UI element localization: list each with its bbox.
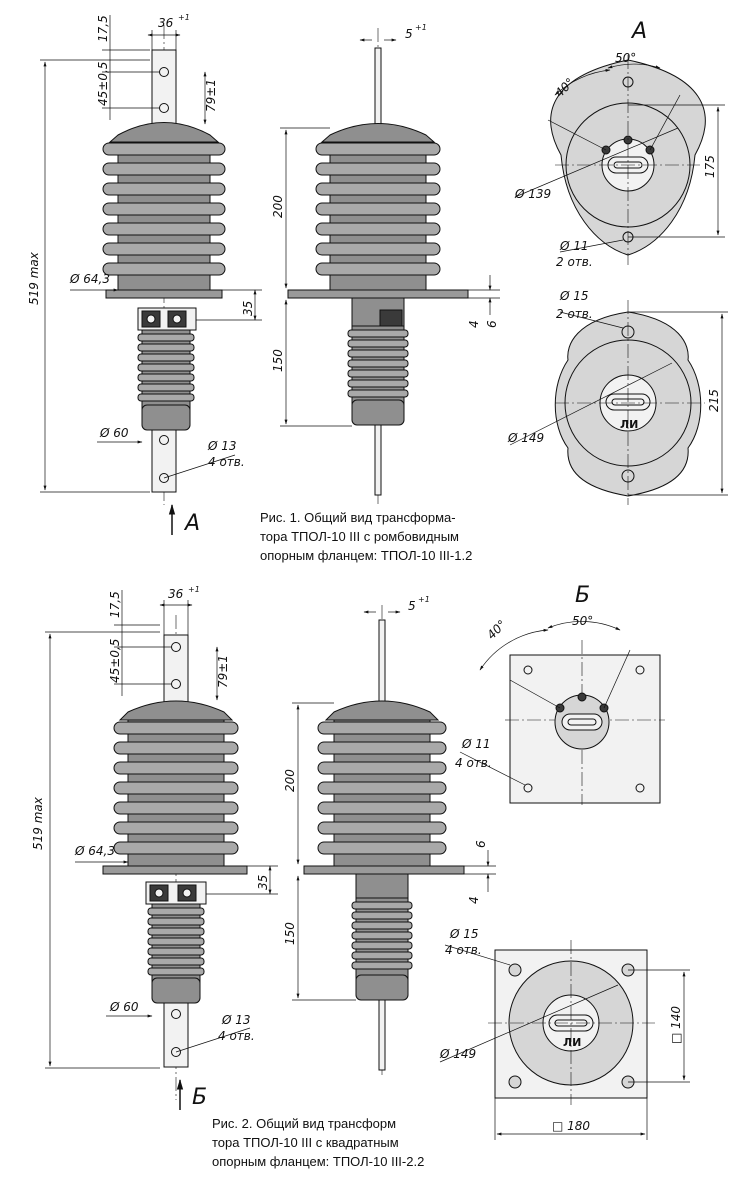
fig2-angle-50: 50°: [572, 614, 593, 628]
fig1-dim-13-note: 4 отв.: [208, 455, 245, 469]
fig1-dim-15: Ø 15: [559, 289, 589, 303]
fig2-dim-140: □ 140: [669, 1006, 683, 1044]
fig2-dim-149: Ø 149: [439, 1047, 476, 1061]
fig1-dim-5: 5: [405, 27, 413, 41]
fig2-caption: Рис. 2. Общий вид трансформ тора ТПОЛ-10…: [212, 1114, 424, 1171]
fig1-view-label: А: [630, 19, 647, 44]
fig2-view-b: Б 40° 50° Ø 11 4 отв.: [455, 583, 665, 805]
fig2-dim-150: 150: [283, 922, 297, 945]
fig2-dim-64: Ø 64,3: [74, 844, 115, 858]
fig1-dim-150: 150: [271, 349, 285, 372]
fig1-dim-175: 175: [703, 155, 717, 178]
fig2-dim-4: 4: [467, 896, 481, 904]
fig2-dim-60: Ø 60: [109, 1000, 139, 1014]
fig1-dim-215: 215: [707, 389, 721, 412]
fig2-angle-40: 40°: [484, 617, 509, 642]
fig2-dim-180: □ 180: [552, 1119, 590, 1133]
fig1-caption-line3: опорным фланцем: ТПОЛ-10 III-1.2: [260, 548, 473, 563]
svg-text:+1: +1: [418, 595, 430, 604]
fig2-side-view: 5 +1 200 150 6 4: [283, 595, 496, 1075]
fig2-dim-519: 519 max: [31, 796, 45, 850]
fig1-caption: Рис. 1. Общий вид трансформа- тора ТПОЛ-…: [260, 508, 472, 565]
fig2-dim-36: 36: [168, 587, 184, 601]
fig1-dim-4: 4: [467, 320, 481, 328]
fig2-dim-5: 5: [408, 599, 416, 613]
fig1-dim-79: 79±1: [204, 79, 218, 112]
fig2-dim-17-5: 17,5: [108, 591, 122, 618]
fig2-front-view: 519 max 36 +1 17,5 45±0,5 79±1 Ø 64,3 35…: [31, 585, 278, 1110]
fig2-dim-6: 6: [474, 840, 488, 848]
fig1-view-arrow-label: А: [183, 511, 200, 536]
fig1-dim-149: Ø 149: [507, 431, 544, 445]
fig1-bottom-view: ЛИ Ø 15 2 отв. Ø 149 215: [507, 289, 728, 505]
svg-text:+1: +1: [178, 13, 190, 22]
fig1-dim-11-note: 2 отв.: [556, 255, 593, 269]
fig2-dim-15-note: 4 отв.: [445, 943, 482, 957]
fig2-dim-13: Ø 13: [221, 1013, 251, 1027]
fig2-view-label: Б: [575, 583, 590, 608]
fig1-dim-17-5: 17,5: [96, 15, 110, 42]
fig2-caption-line3: опорным фланцем: ТПОЛ-10 III-2.2: [212, 1154, 425, 1169]
fig1-front-view: 519 max 36 +1 17,5 45±0,5 79±1 Ø 64,3 35…: [27, 13, 262, 536]
logo-mark: ЛИ: [620, 418, 638, 431]
fig1-dim-60: Ø 60: [99, 426, 129, 440]
fig1-dim-15-note: 2 отв.: [556, 307, 593, 321]
fig1-dim-11: Ø 11: [559, 239, 589, 253]
fig2-dim-11: Ø 11: [461, 737, 491, 751]
fig1-view-a: А 40° 50° Ø 139 175 Ø 11 2 отв.: [514, 19, 725, 269]
fig2-caption-line2: тора ТПОЛ-10 III с квадратным: [212, 1135, 399, 1150]
fig2-dim-13-note: 4 отв.: [218, 1029, 255, 1043]
fig1-caption-line1: Рис. 1. Общий вид трансформа-: [260, 510, 456, 525]
fig2-caption-line1: Рис. 2. Общий вид трансформ: [212, 1116, 397, 1131]
fig2-dim-11-note: 4 отв.: [455, 756, 492, 770]
fig2-dim-45: 45±0,5: [108, 639, 122, 683]
fig2-dim-200: 200: [283, 769, 297, 792]
fig1-dim-200: 200: [271, 195, 285, 218]
fig2-bottom-view: ЛИ Ø 15 4 отв. Ø 149 □ 140 □ 180: [439, 927, 690, 1140]
fig1-dim-45: 45±0,5: [96, 62, 110, 106]
fig2-dim-35: 35: [256, 875, 270, 890]
fig1-dim-13: Ø 13: [207, 439, 237, 453]
fig1-dim-6: 6: [485, 320, 499, 328]
svg-text:+1: +1: [188, 585, 200, 594]
fig1-side-view: 5 +1 200 150 4 6: [271, 23, 500, 505]
fig2-dim-15: Ø 15: [449, 927, 479, 941]
fig1-dim-139: Ø 139: [514, 187, 551, 201]
logo-mark-2: ЛИ: [563, 1036, 581, 1049]
fig1-dim-64: Ø 64,3: [69, 272, 110, 286]
svg-text:+1: +1: [415, 23, 427, 32]
fig1-angle-50: 50°: [615, 51, 636, 65]
fig2-view-arrow-label: Б: [192, 1085, 207, 1110]
fig1-dim-35: 35: [241, 301, 255, 316]
fig1-caption-line2: тора ТПОЛ-10 III с ромбовидным: [260, 529, 459, 544]
fig2-dim-79: 79±1: [216, 655, 230, 688]
fig1-dim-519: 519 max: [27, 251, 41, 305]
fig1-dim-36: 36: [158, 16, 174, 30]
